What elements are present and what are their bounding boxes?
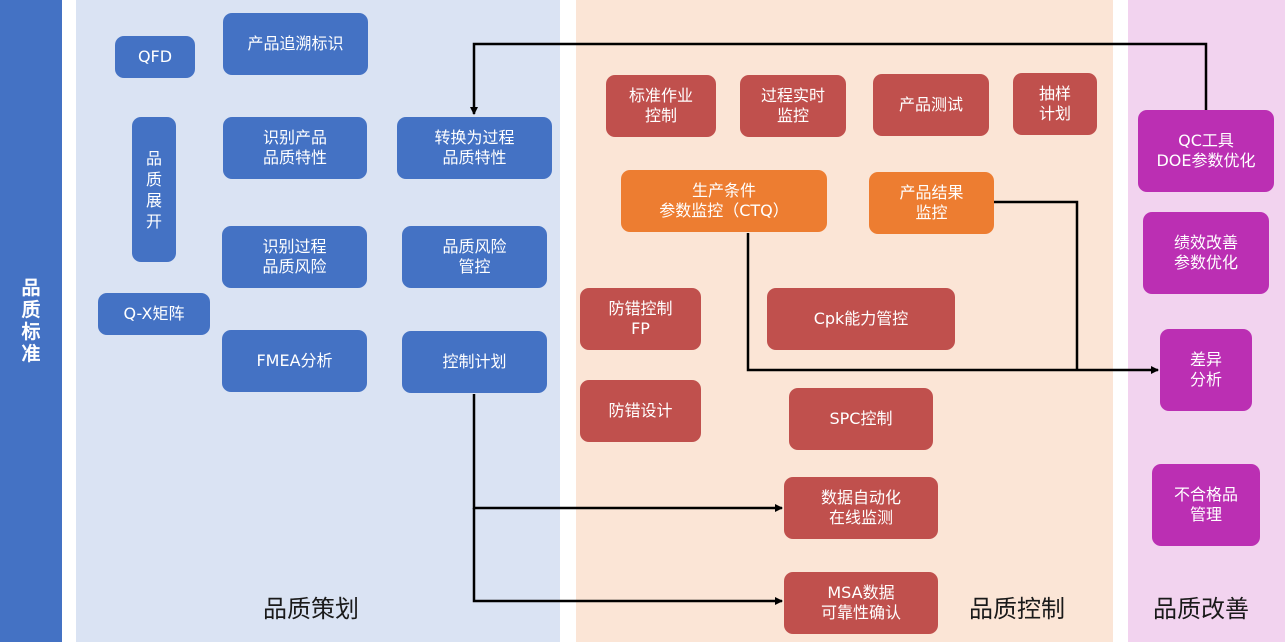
risk-control-box: 品质风险 管控 xyxy=(402,226,547,288)
nonconform-box: 不合格品 管理 xyxy=(1152,464,1260,546)
spc-control-box: SPC控制 xyxy=(789,388,933,450)
error-proof-fp-box: 防错控制 FP xyxy=(580,288,701,350)
control-plan-box: 控制计划 xyxy=(402,331,547,393)
ctq-monitor-box: 生产条件 参数监控（CTQ） xyxy=(621,170,827,232)
quality-standard-title: 品质标准 xyxy=(0,0,62,642)
qfd-box: QFD xyxy=(115,36,195,78)
msa-reliability-box: MSA数据 可靠性确认 xyxy=(784,572,938,634)
result-monitor-box: 产品结果 监控 xyxy=(869,172,994,234)
qx-matrix-box: Q-X矩阵 xyxy=(98,293,210,335)
cpk-control-box: Cpk能力管控 xyxy=(767,288,955,350)
kpi-improve-box: 绩效改善 参数优化 xyxy=(1143,212,1269,294)
product-test-box: 产品测试 xyxy=(873,74,989,136)
quality-standard-label: 品质标准 xyxy=(21,277,41,365)
realtime-monitor-box: 过程实时 监控 xyxy=(740,75,846,137)
quality-deploy-box: 品 质 展 开 xyxy=(132,117,176,262)
fmea-box: FMEA分析 xyxy=(222,330,367,392)
sampling-plan-box: 抽样 计划 xyxy=(1013,73,1097,135)
identify-risk-box: 识别过程 品质风险 xyxy=(222,226,367,288)
auto-data-monitor-box: 数据自动化 在线监测 xyxy=(784,477,938,539)
convert-process-box: 转换为过程 品质特性 xyxy=(397,117,552,179)
identify-product-box: 识别产品 品质特性 xyxy=(223,117,367,179)
control-section-label: 品质控制 xyxy=(969,595,1065,623)
improvement-section-label: 品质改善 xyxy=(1153,595,1249,623)
qc-tools-box: QC工具 DOE参数优化 xyxy=(1138,110,1274,192)
planning-section-label: 品质策划 xyxy=(263,595,359,623)
std-work-box: 标准作业 控制 xyxy=(606,75,716,137)
diff-analysis-box: 差异 分析 xyxy=(1160,329,1252,411)
error-proof-design-box: 防错设计 xyxy=(580,380,701,442)
product-trace-box: 产品追溯标识 xyxy=(223,13,368,75)
